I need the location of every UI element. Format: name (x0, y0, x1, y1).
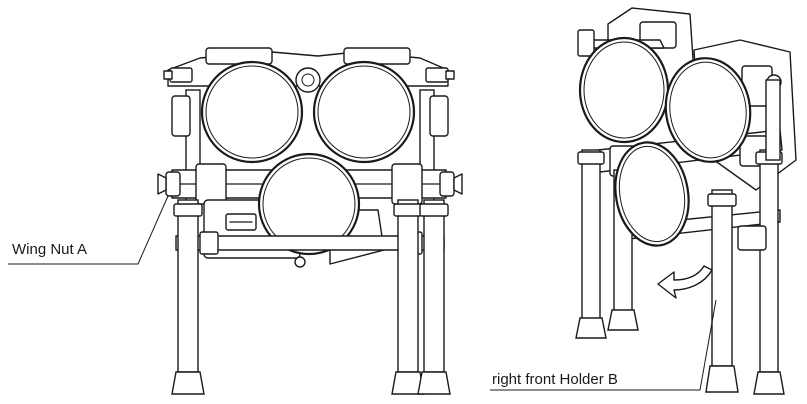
rail-clamp-left (195, 163, 227, 205)
callout-right-front-holder-b: right front Holder B (492, 371, 618, 388)
angled-snare-pad (614, 141, 690, 247)
leg-right-outer (423, 199, 445, 373)
callout-leader-wing-nut-a (8, 195, 169, 265)
callout-leader-holder-b (490, 299, 717, 391)
callout-wing-nut-a: Wing Nut A (12, 241, 87, 258)
angled-leg-rear-right (759, 149, 779, 373)
module-bracket-right (343, 47, 411, 65)
foot-left (171, 371, 205, 395)
snare-pad-bottom-center (257, 152, 361, 256)
rotation-arrow-icon (657, 265, 713, 299)
angled-leg-front-right (711, 189, 733, 367)
angled-view-drum-kit (575, 7, 797, 395)
angled-tom-pad-left (578, 36, 670, 144)
leg-right-inner (397, 199, 419, 373)
clamp-knob-upper-left (163, 67, 193, 83)
angled-foot-rear-left (607, 309, 639, 331)
leg-left (177, 199, 199, 373)
tilt-joint-left (171, 95, 191, 137)
angled-leg-front-left (581, 149, 601, 325)
angled-tom-pad-right (664, 57, 752, 163)
wing-nut-a (157, 171, 181, 197)
tom-pad-upper-right (312, 60, 416, 164)
angled-foot-front-right (705, 365, 739, 393)
foot-right-outer (417, 371, 451, 395)
clamp-knob-top-left (577, 29, 595, 57)
front-view-drum-kit (157, 47, 463, 395)
rail-clamp-right (391, 163, 423, 205)
center-clamp (295, 67, 321, 93)
clamp-knob-upper-right (425, 67, 455, 83)
tom-pad-upper-left (200, 60, 304, 164)
wing-nut-right (439, 171, 463, 197)
angled-foot-front-left (575, 317, 607, 339)
module-bracket-left (205, 47, 273, 65)
tilt-joint-right (429, 95, 449, 137)
angled-foot-rear-right (753, 371, 785, 395)
